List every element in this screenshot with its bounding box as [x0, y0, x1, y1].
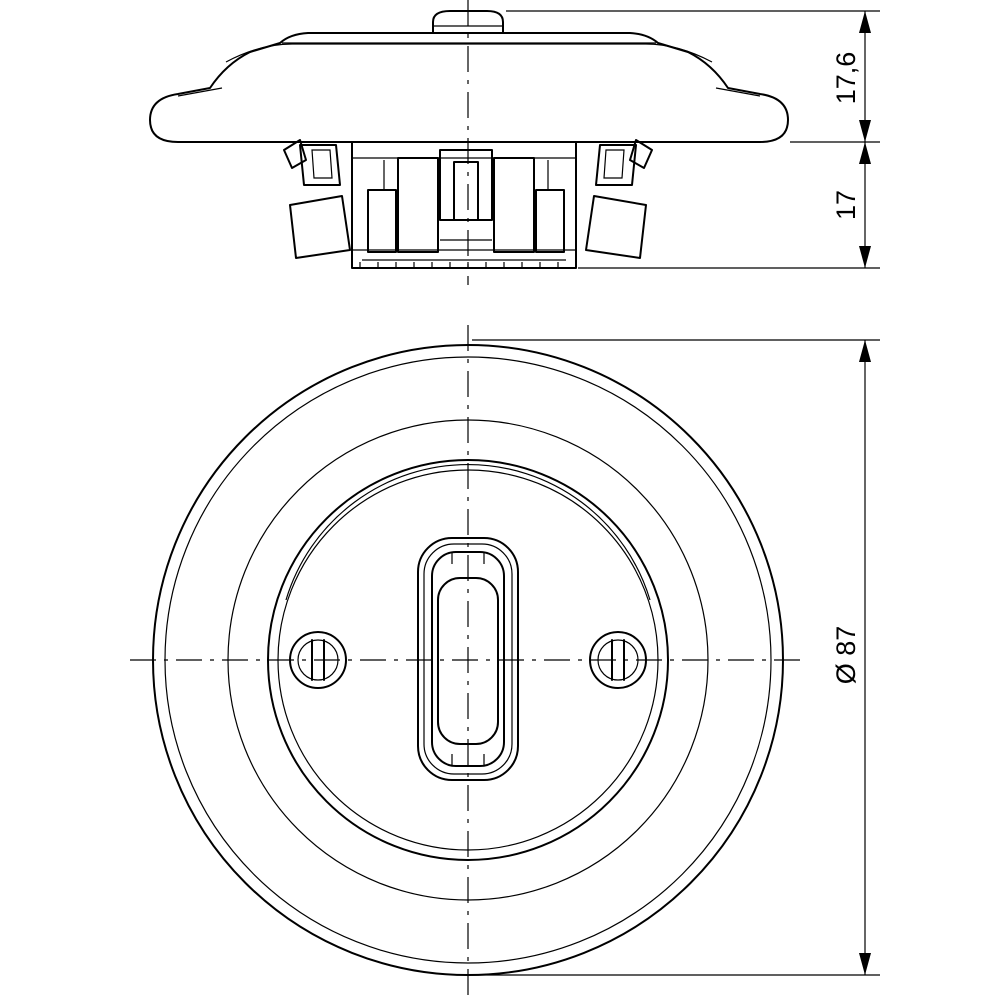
front-view: [130, 325, 800, 995]
dimensions: 17,6 17 Ø 87: [472, 10, 880, 976]
left-clamp: [283, 139, 351, 259]
right-clamp: [585, 139, 653, 259]
dim-label-diameter: Ø 87: [831, 626, 861, 685]
dim-label-bottom-height: 17: [831, 190, 861, 220]
cover-profile: [149, 32, 789, 143]
mechanism: [351, 141, 577, 269]
dim-label-top-height: 17,6: [831, 52, 861, 105]
side-view: [149, 0, 789, 285]
